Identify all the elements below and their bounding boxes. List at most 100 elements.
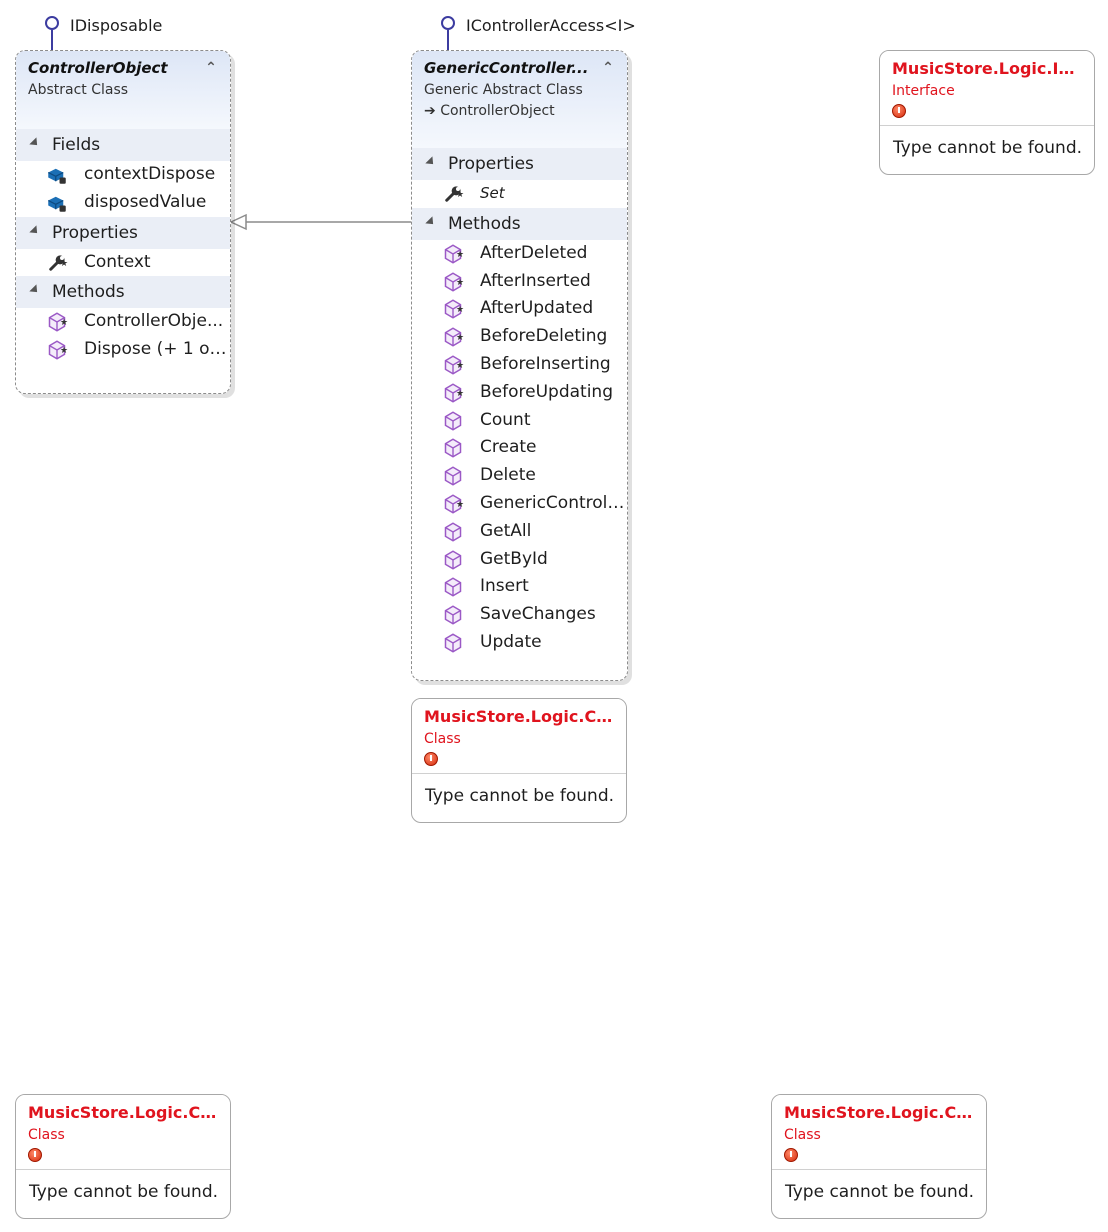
- section-expander-icon[interactable]: [29, 137, 41, 149]
- missing-type-message: Type cannot be found.: [16, 1169, 230, 1214]
- generic-controller-title: GenericController...: [424, 59, 589, 77]
- protected-star-icon: ★: [456, 249, 465, 260]
- member-label: BeforeInserting: [480, 353, 611, 374]
- section-properties[interactable]: Properties: [16, 216, 230, 249]
- member-contextdispose[interactable]: contextDispose: [16, 161, 230, 189]
- method-cube-icon: [442, 466, 464, 486]
- member-afterupdated[interactable]: ★ AfterUpdated: [412, 295, 627, 323]
- section-methods-label: Methods: [448, 213, 521, 234]
- member-label: Count: [480, 409, 531, 430]
- section-methods[interactable]: Methods: [16, 276, 230, 309]
- missing-class-shape[interactable]: MusicStore.Logic.C... Class Type cannot …: [771, 1094, 987, 1219]
- section-fields-label: Fields: [52, 135, 101, 155]
- missing-type-title: MusicStore.Logic.C...: [424, 707, 614, 726]
- missing-class-shape[interactable]: MusicStore.Logic.C... Class Type cannot …: [15, 1094, 231, 1219]
- member-label: Create: [480, 437, 537, 458]
- missing-type-message: Type cannot be found.: [880, 125, 1094, 170]
- member-disposedvalue[interactable]: disposedValue: [16, 189, 230, 217]
- collapse-chevron-icon[interactable]: ⌃: [602, 60, 614, 76]
- controller-object-kind: Abstract Class: [28, 82, 129, 98]
- inheritance-connector: [230, 213, 412, 231]
- missing-type-kind: Class: [424, 731, 461, 747]
- missing-class-shape[interactable]: MusicStore.Logic.C... Class Type cannot …: [411, 698, 627, 823]
- private-field-icon: [46, 193, 68, 213]
- section-fields[interactable]: Fields: [16, 129, 230, 161]
- idisposable-label: IDisposable: [70, 16, 163, 35]
- member-count[interactable]: Count: [412, 407, 627, 435]
- missing-type-title: MusicStore.Logic.IC...: [892, 59, 1082, 78]
- private-field-icon: [46, 165, 68, 185]
- method-cube-icon: [442, 605, 464, 625]
- missing-type-header[interactable]: MusicStore.Logic.C... Class: [16, 1095, 230, 1169]
- member-label: disposedValue: [84, 191, 207, 212]
- member-genericcontroller-ctor[interactable]: ★GenericControll...: [412, 490, 627, 518]
- member-label: GetAll: [480, 520, 532, 541]
- member-beforeinserting[interactable]: ★BeforeInserting: [412, 351, 627, 379]
- member-afterinserted[interactable]: ★AfterInserted: [412, 268, 627, 296]
- generic-controller-kind: Generic Abstract Class: [424, 82, 583, 98]
- protected-star-icon: ★: [60, 346, 69, 357]
- method-cube-icon: [442, 577, 464, 597]
- member-label: BeforeDeleting: [480, 326, 608, 347]
- collapse-chevron-icon[interactable]: ⌃: [205, 60, 217, 76]
- error-icon: [892, 104, 906, 118]
- member-dispose[interactable]: ★ Dispose (+ 1 ov...: [16, 336, 230, 364]
- missing-type-message: Type cannot be found.: [772, 1169, 986, 1214]
- member-set[interactable]: ★ Set: [412, 180, 627, 208]
- section-expander-icon[interactable]: [425, 156, 437, 168]
- member-label: Set: [480, 184, 505, 202]
- protected-star-icon: ★: [456, 305, 465, 316]
- section-expander-icon[interactable]: [29, 224, 41, 237]
- member-label: Insert: [480, 576, 529, 597]
- generic-controller-base: ➔ ControllerObject: [424, 103, 615, 119]
- controller-object-header[interactable]: ControllerObject Abstract Class ⌃: [16, 51, 230, 129]
- protected-star-icon: ★: [456, 333, 465, 344]
- member-getbyid[interactable]: GetById: [412, 546, 627, 574]
- member-label: Delete: [480, 465, 536, 486]
- member-context[interactable]: ★Context: [16, 249, 230, 277]
- member-label: AfterUpdated: [480, 298, 594, 319]
- inherits-arrow-icon: ➔: [424, 103, 436, 119]
- section-methods[interactable]: Methods: [412, 207, 627, 240]
- section-expander-icon[interactable]: [29, 284, 41, 297]
- member-label: Dispose (+ 1 ov...: [84, 339, 230, 360]
- generic-controller-header[interactable]: GenericController... Generic Abstract Cl…: [412, 51, 627, 148]
- protected-star-icon: ★: [456, 190, 465, 200]
- missing-type-kind: Interface: [892, 83, 955, 99]
- member-afterdeleted[interactable]: ★AfterDeleted: [412, 240, 627, 268]
- member-beforeupdating[interactable]: ★BeforeUpdating: [412, 379, 627, 407]
- member-savechanges[interactable]: SaveChanges: [412, 601, 627, 629]
- member-insert[interactable]: Insert: [412, 573, 627, 601]
- icontrolleraccess-lollipop-icon: [441, 16, 455, 30]
- protected-star-icon: ★: [456, 388, 465, 399]
- section-properties-label: Properties: [52, 222, 138, 243]
- controller-object-title: ControllerObject: [28, 59, 168, 77]
- error-icon: [424, 752, 438, 766]
- generic-controller-shape[interactable]: GenericController... Generic Abstract Cl…: [411, 50, 628, 681]
- missing-type-header[interactable]: MusicStore.Logic.C... Class: [772, 1095, 986, 1169]
- member-beforedeleting[interactable]: ★ BeforeDeleting: [412, 323, 627, 351]
- missing-type-title: MusicStore.Logic.C...: [28, 1103, 218, 1122]
- icontrolleraccess-lollipop-stem: [447, 30, 449, 50]
- member-delete[interactable]: Delete: [412, 462, 627, 490]
- section-expander-icon[interactable]: [425, 216, 437, 228]
- error-icon: [28, 1148, 42, 1162]
- idisposable-lollipop-icon: [45, 16, 59, 30]
- member-label: GenericControll...: [480, 492, 627, 513]
- missing-interface-shape[interactable]: MusicStore.Logic.IC... Interface Type ca…: [879, 50, 1095, 175]
- section-properties[interactable]: Properties: [412, 148, 627, 180]
- member-create[interactable]: Create: [412, 434, 627, 462]
- method-cube-icon: [442, 550, 464, 570]
- missing-type-kind: Class: [28, 1127, 65, 1143]
- member-label: GetById: [480, 548, 548, 569]
- member-getall[interactable]: GetAll: [412, 518, 627, 546]
- method-cube-icon: [442, 633, 464, 653]
- member-update[interactable]: Update: [412, 629, 627, 657]
- controller-object-shape[interactable]: ControllerObject Abstract Class ⌃ Fields…: [15, 50, 231, 394]
- missing-type-header[interactable]: MusicStore.Logic.C... Class: [412, 699, 626, 773]
- missing-type-header[interactable]: MusicStore.Logic.IC... Interface: [880, 51, 1094, 125]
- protected-star-icon: ★: [60, 318, 69, 329]
- base-class-label: ControllerObject: [440, 103, 555, 119]
- idisposable-lollipop-stem: [51, 30, 53, 50]
- member-controllerobject-ctor[interactable]: ★ControllerObje...: [16, 308, 230, 336]
